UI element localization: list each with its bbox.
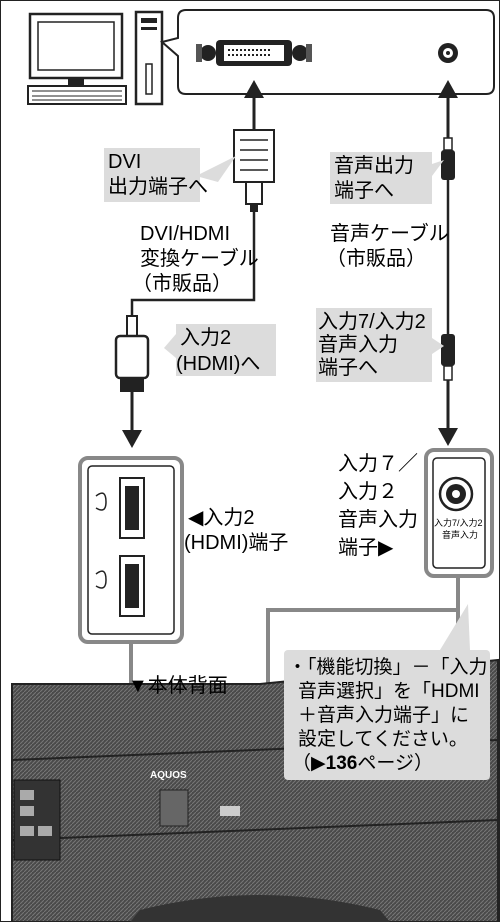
- dvi-cable-label-line2: 変換ケーブル: [140, 248, 259, 270]
- audio-terminal-label-line2: 入力２: [338, 481, 398, 503]
- dvi-cable-label-line1: DVI/HDMI: [140, 223, 230, 245]
- rear-view-label: ▼本体背面: [128, 675, 228, 697]
- audio-terminal-label-line4: 端子▶: [338, 537, 394, 559]
- note-line-1: ・「機能切換」－「入力: [288, 657, 488, 678]
- audio-cable-label-line1: 音声ケーブル: [330, 223, 449, 245]
- audio-input-label-line1: 入力7/入力2: [318, 311, 426, 333]
- audio-input-label-line2: 音声入力: [318, 334, 398, 356]
- dvi-output-label-line1: DVI: [108, 151, 142, 173]
- note-ref-page: 136: [325, 753, 358, 774]
- audio-output-label-bg: [330, 152, 432, 204]
- pc-rear-panel: [159, 9, 495, 95]
- note-bubble-bg: [284, 650, 490, 780]
- hdmi-plug-icon: [114, 315, 150, 392]
- audio-input-label-line3: 端子へ: [318, 357, 378, 379]
- dvi-output-label-bg: [104, 148, 200, 202]
- audio-output-port-icon: [438, 43, 458, 63]
- arrow-down-icon: [438, 428, 458, 446]
- tv-logo: AQUOS: [150, 770, 187, 781]
- audio-plug-bottom-icon: [441, 334, 455, 381]
- dvi-connector-icon: [233, 129, 275, 212]
- hdmi-input-label-bg: [176, 324, 276, 376]
- audio-output-label-line1: 音声出力: [334, 155, 414, 177]
- hdmi-input-label-line1: 入力2: [180, 327, 232, 349]
- settings-note: ・「機能切換」－「入力 音声選択」を「HDMI ＋音声入力端子」に 設定してくだ…: [288, 656, 488, 776]
- audio-plug-top-icon: [441, 137, 455, 180]
- audio-cable-label-line2: （市販品）: [326, 248, 426, 270]
- arrow-up-icon: [244, 80, 264, 98]
- audio-input-label-bg: [316, 308, 432, 382]
- dvi-cable-label-line3: （市販品）: [132, 273, 232, 295]
- note-ref-prefix: （▶: [292, 753, 326, 774]
- jack-label-line2: 音声入力: [442, 530, 479, 540]
- hdmi-terminal-panel: [78, 456, 184, 644]
- arrow-up-icon: [438, 80, 458, 98]
- note-ref-suffix: ページ）: [357, 753, 433, 774]
- audio-terminal-panel: [424, 448, 494, 578]
- hdmi-input-label-line2: (HDMI)へ: [176, 353, 261, 375]
- pc-icon: [27, 10, 164, 106]
- note-page-ref: （▶136ページ）: [288, 752, 488, 776]
- hdmi-terminal-label-line1: ◀入力2: [188, 507, 255, 529]
- audio-terminal-label-line3: 音声入力: [338, 509, 418, 531]
- dvi-output-port-icon: [196, 40, 312, 66]
- jack-label-line1: 入力7/入力2: [434, 518, 483, 528]
- note-line-4: 設定してください。: [298, 729, 468, 750]
- note-line-2: 音声選択」を「HDMI: [298, 681, 480, 702]
- hdmi-terminal-label-line2: (HDMI)端子: [184, 532, 289, 554]
- audio-terminal-label-line1: 入力７／: [338, 453, 418, 475]
- note-line-3: ＋音声入力端子」に: [298, 705, 470, 726]
- dvi-output-label-line2: 出力端子へ: [108, 176, 208, 198]
- arrow-down-icon: [122, 430, 142, 448]
- audio-output-label-line2: 端子へ: [334, 180, 394, 202]
